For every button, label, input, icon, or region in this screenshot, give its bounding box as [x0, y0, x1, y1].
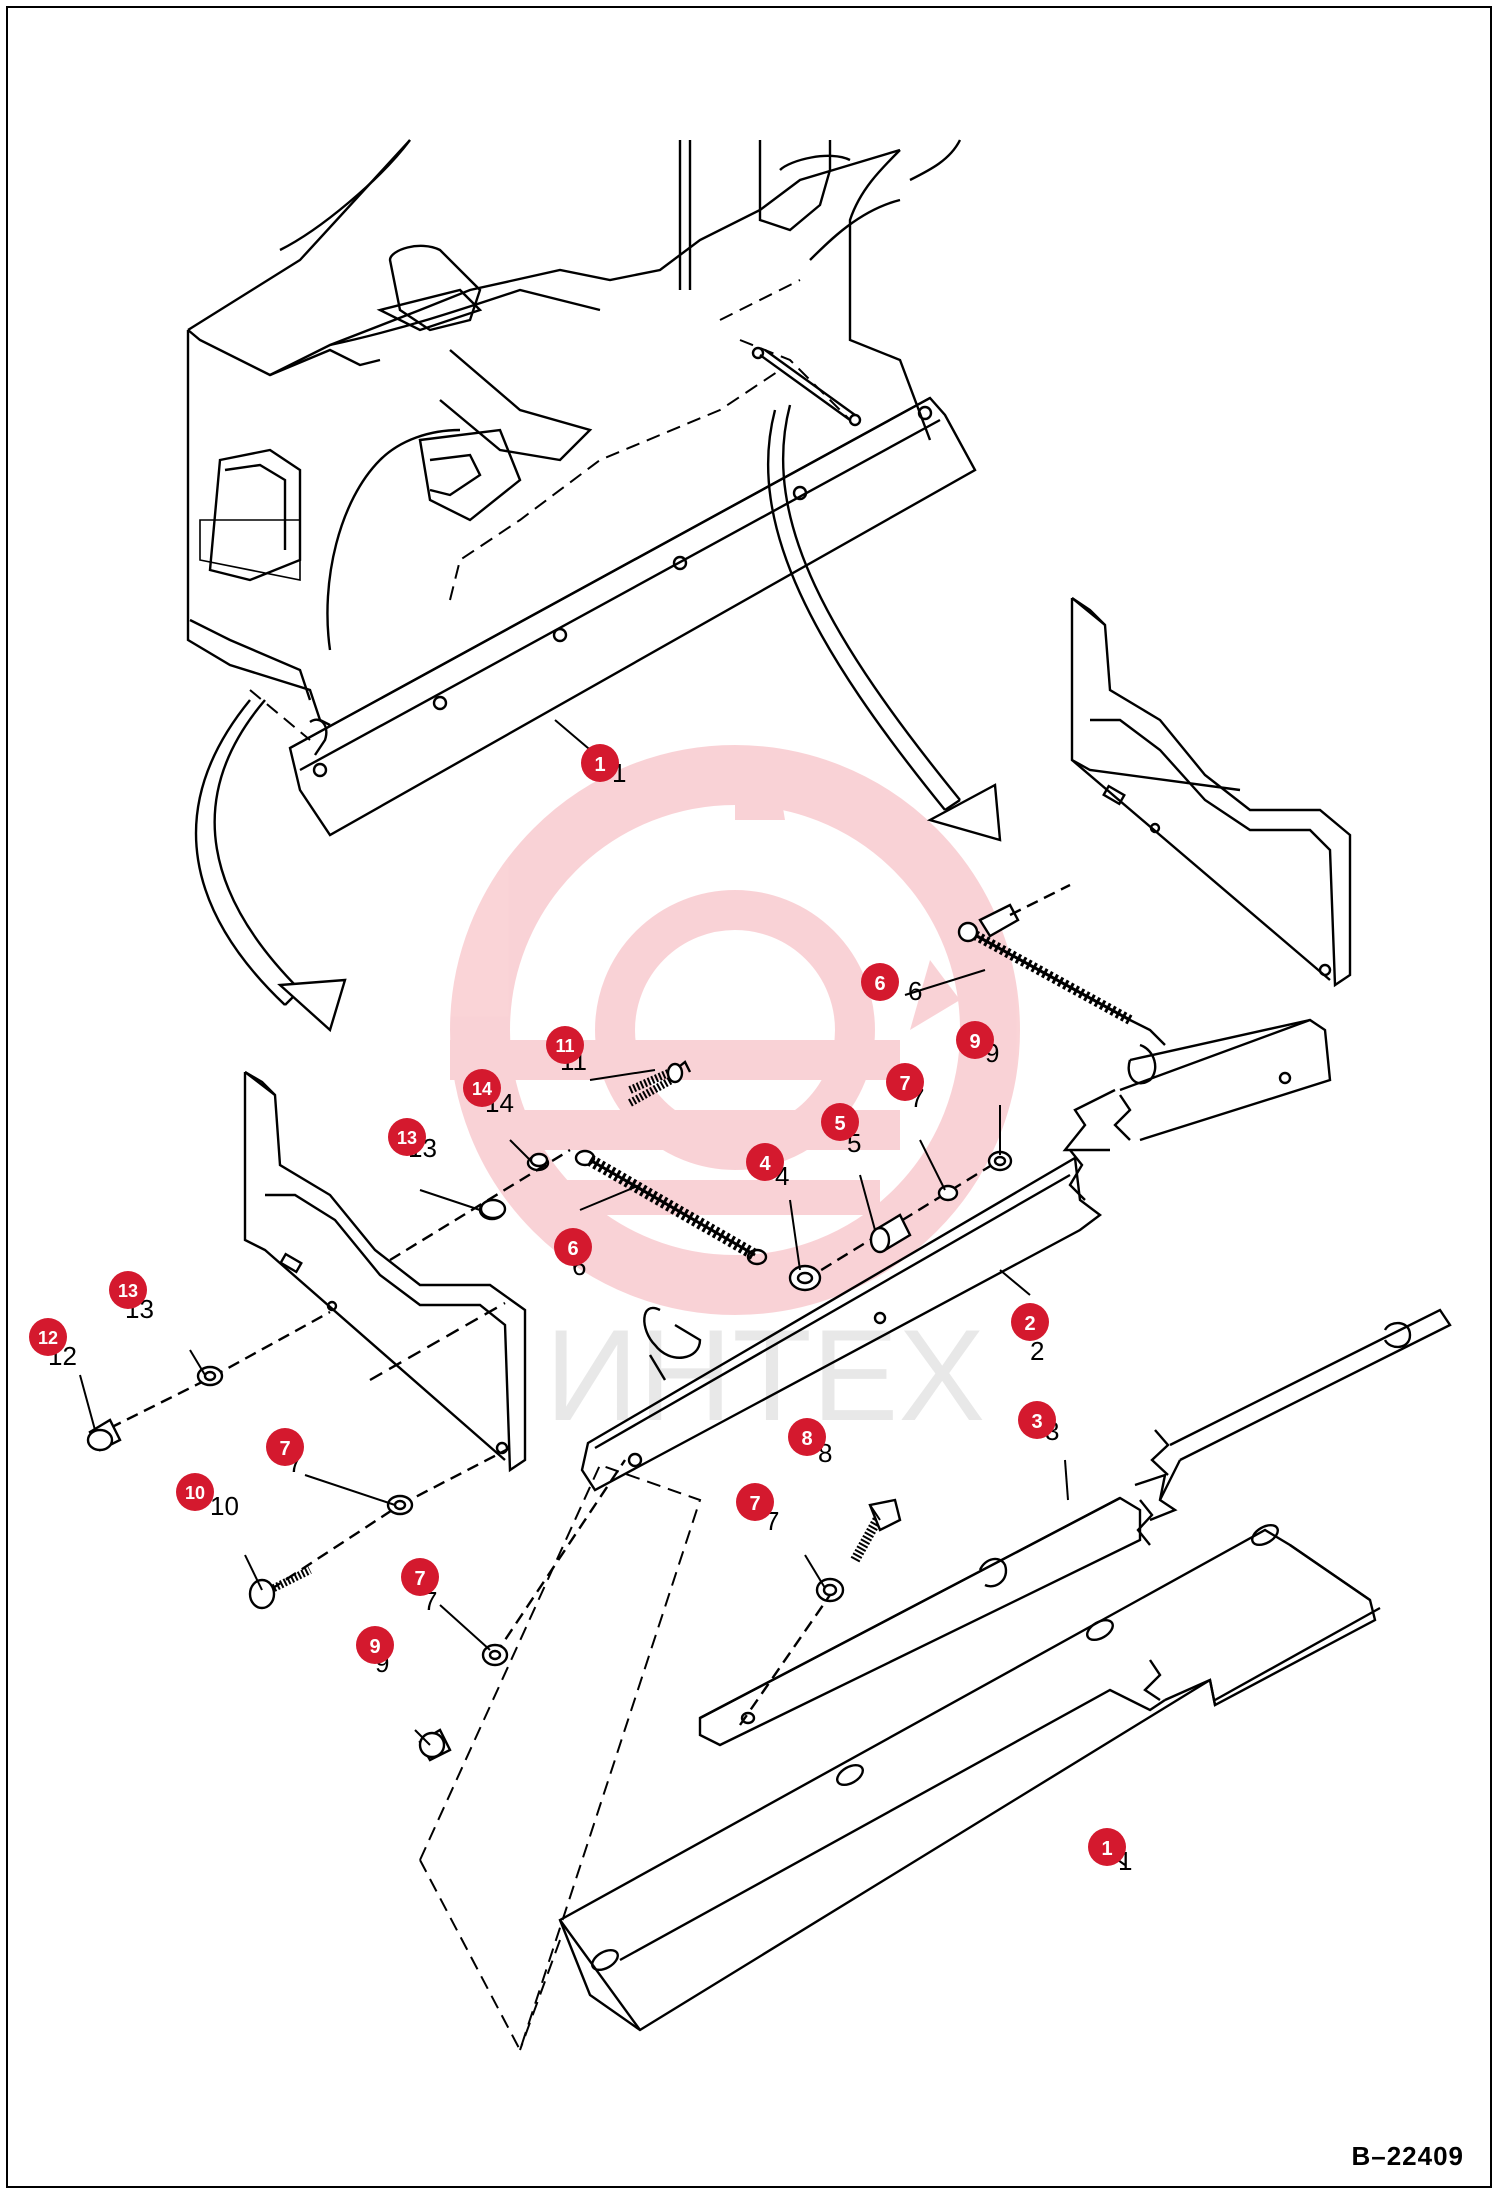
callout[interactable]: 13 [109, 1271, 147, 1309]
callout[interactable]: 6 [861, 963, 899, 1001]
svg-text:3: 3 [1031, 1411, 1042, 1433]
callouts: 1 2 3 4 5 6 6 7 7 7 7 8 9 9 10 11 12 13 … [29, 744, 1126, 1866]
callout[interactable]: 9 [356, 1626, 394, 1664]
callout[interactable]: 11 [546, 1026, 584, 1064]
callout[interactable]: 8 [788, 1418, 826, 1456]
callout[interactable]: 3 [1018, 1401, 1056, 1439]
svg-text:2: 2 [1024, 1313, 1035, 1335]
svg-text:14: 14 [472, 1079, 492, 1099]
right-side-plate [1070, 597, 1352, 988]
svg-text:7: 7 [414, 1568, 425, 1590]
assembly-arrows [194, 404, 1002, 1033]
svg-text:7: 7 [899, 1073, 910, 1095]
left-side-plate [243, 1070, 527, 1473]
machine-frame [186, 139, 962, 727]
callout[interactable]: 14 [463, 1069, 501, 1107]
svg-text:7: 7 [279, 1438, 290, 1460]
svg-text:1: 1 [1101, 1838, 1112, 1860]
callout[interactable]: 5 [821, 1103, 859, 1141]
drawing-frame [6, 6, 1492, 2188]
leader-lines [79, 719, 1126, 1866]
callout[interactable]: 10 [176, 1473, 214, 1511]
callout[interactable]: 1 [1088, 1828, 1126, 1866]
upper-angle-bar [288, 396, 977, 837]
bolt-11-stack [389, 1062, 684, 1262]
callout[interactable]: 1 [581, 744, 619, 782]
svg-text:6: 6 [874, 973, 885, 995]
svg-text:6: 6 [567, 1238, 578, 1260]
svg-text:10: 10 [210, 1491, 239, 1521]
svg-text:7: 7 [749, 1493, 760, 1515]
callout[interactable]: 4 [746, 1143, 784, 1181]
lower-wear-plate [558, 1523, 1381, 2032]
svg-text:2: 2 [1030, 1336, 1044, 1366]
upper-spring-detail [751, 346, 862, 427]
drawing-number: B–22409 [1351, 2141, 1464, 2171]
callout[interactable]: 6 [554, 1228, 592, 1266]
callout[interactable]: 13 [388, 1118, 426, 1156]
callout[interactable]: 9 [956, 1021, 994, 1059]
callout[interactable]: 12 [29, 1318, 67, 1356]
callout[interactable]: 7 [266, 1428, 304, 1466]
svg-text:13: 13 [397, 1128, 417, 1148]
callout[interactable]: 2 [1011, 1303, 1049, 1341]
svg-text:9: 9 [369, 1636, 380, 1658]
svg-text:8: 8 [801, 1428, 812, 1450]
watermark-logo: ИНТЕХ [450, 745, 1020, 1448]
callout[interactable]: 7 [401, 1558, 439, 1596]
svg-text:13: 13 [118, 1281, 138, 1301]
svg-text:12: 12 [38, 1328, 58, 1348]
main-bar-lower [580, 1156, 1102, 1492]
main-bar-upper [1062, 1018, 1332, 1152]
svg-text:10: 10 [185, 1483, 205, 1503]
callout[interactable]: 7 [886, 1063, 924, 1101]
svg-text:5: 5 [834, 1113, 845, 1135]
bolt-10-stack [248, 1446, 626, 1762]
hidden-lines-upper [249, 279, 851, 741]
right-spring [957, 883, 1166, 1046]
bolt-8-stack [739, 1498, 902, 1726]
svg-text:4: 4 [759, 1153, 771, 1175]
cutting-edge-bar [698, 1308, 1452, 1747]
svg-text:11: 11 [555, 1036, 574, 1056]
watermark-text: ИНТЕХ [545, 1302, 985, 1448]
svg-text:9: 9 [969, 1031, 980, 1053]
svg-text:6: 6 [908, 976, 922, 1006]
callout[interactable]: 7 [736, 1483, 774, 1521]
dashed-bracket [419, 1463, 702, 2053]
cap-nut-stack [86, 1310, 331, 1452]
rod-hardware [788, 1150, 1013, 1292]
svg-text:1: 1 [594, 754, 605, 776]
break-lines [1068, 1094, 1170, 1546]
